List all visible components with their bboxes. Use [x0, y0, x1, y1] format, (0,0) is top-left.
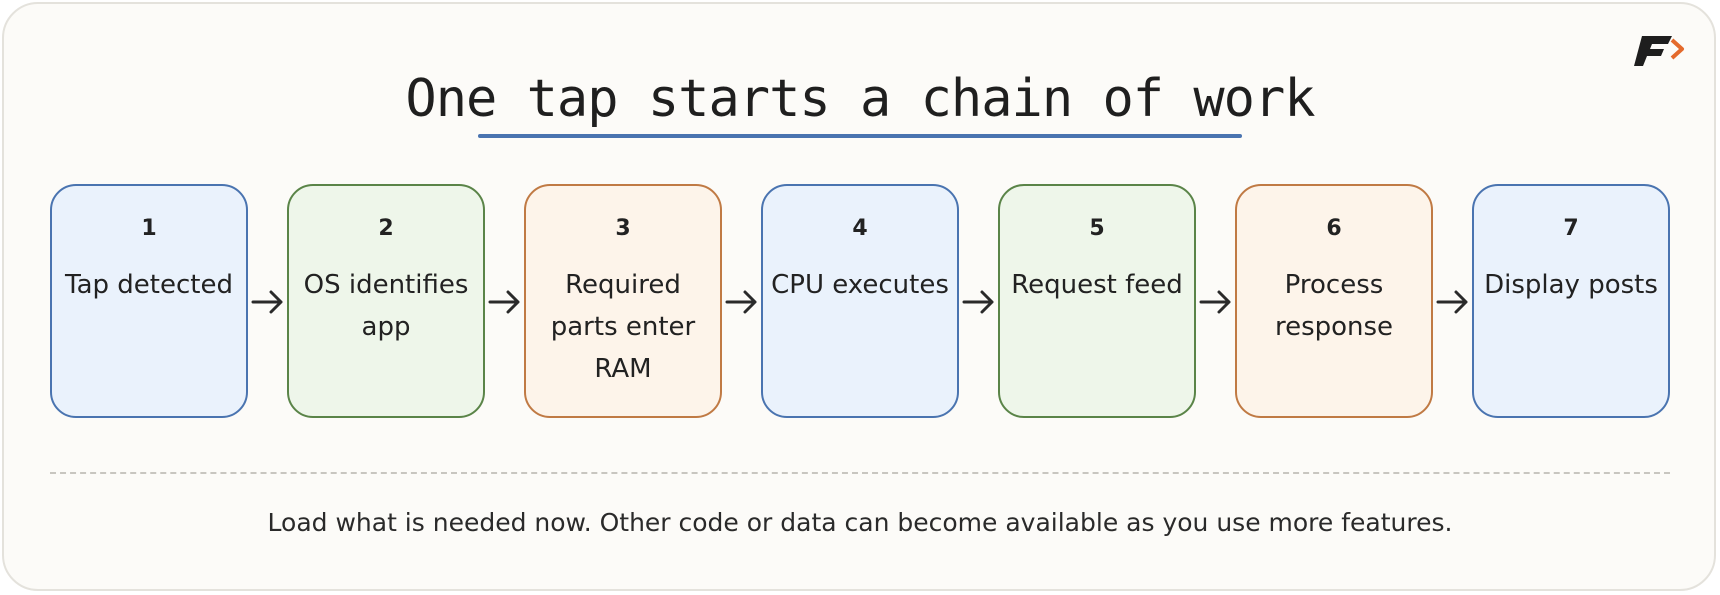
step-box-2: 2 OS identifies app [287, 184, 485, 418]
step-label: OS identifies app [303, 270, 469, 342]
dashed-divider [50, 472, 1670, 474]
step-number: 6 [1326, 216, 1342, 241]
arrow-right-icon [1436, 290, 1468, 314]
title-underline [478, 134, 1242, 138]
arrow-right-icon [251, 290, 283, 314]
arrow-right-icon [962, 290, 994, 314]
brand-logo-icon [1634, 36, 1684, 66]
step-number: 7 [1563, 216, 1579, 241]
step-label: Process response [1274, 270, 1394, 342]
step-number: 1 [141, 216, 157, 241]
step-number: 4 [852, 216, 868, 241]
step-label: Display posts [1484, 270, 1658, 300]
step-label: Required parts enter RAM [550, 270, 696, 384]
arrow-right-icon [725, 290, 757, 314]
arrow-right-icon [1199, 290, 1231, 314]
step-number: 2 [378, 216, 394, 241]
diagram-title: One tap starts a chain of work [405, 69, 1315, 129]
step-label: Tap detected [65, 270, 233, 300]
step-number: 5 [1089, 216, 1105, 241]
step-label: Request feed [1011, 270, 1183, 300]
step-number: 3 [615, 216, 631, 241]
footnote: Load what is needed now. Other code or d… [267, 508, 1453, 537]
step-label: CPU executes [771, 270, 949, 300]
arrow-right-icon [488, 290, 520, 314]
